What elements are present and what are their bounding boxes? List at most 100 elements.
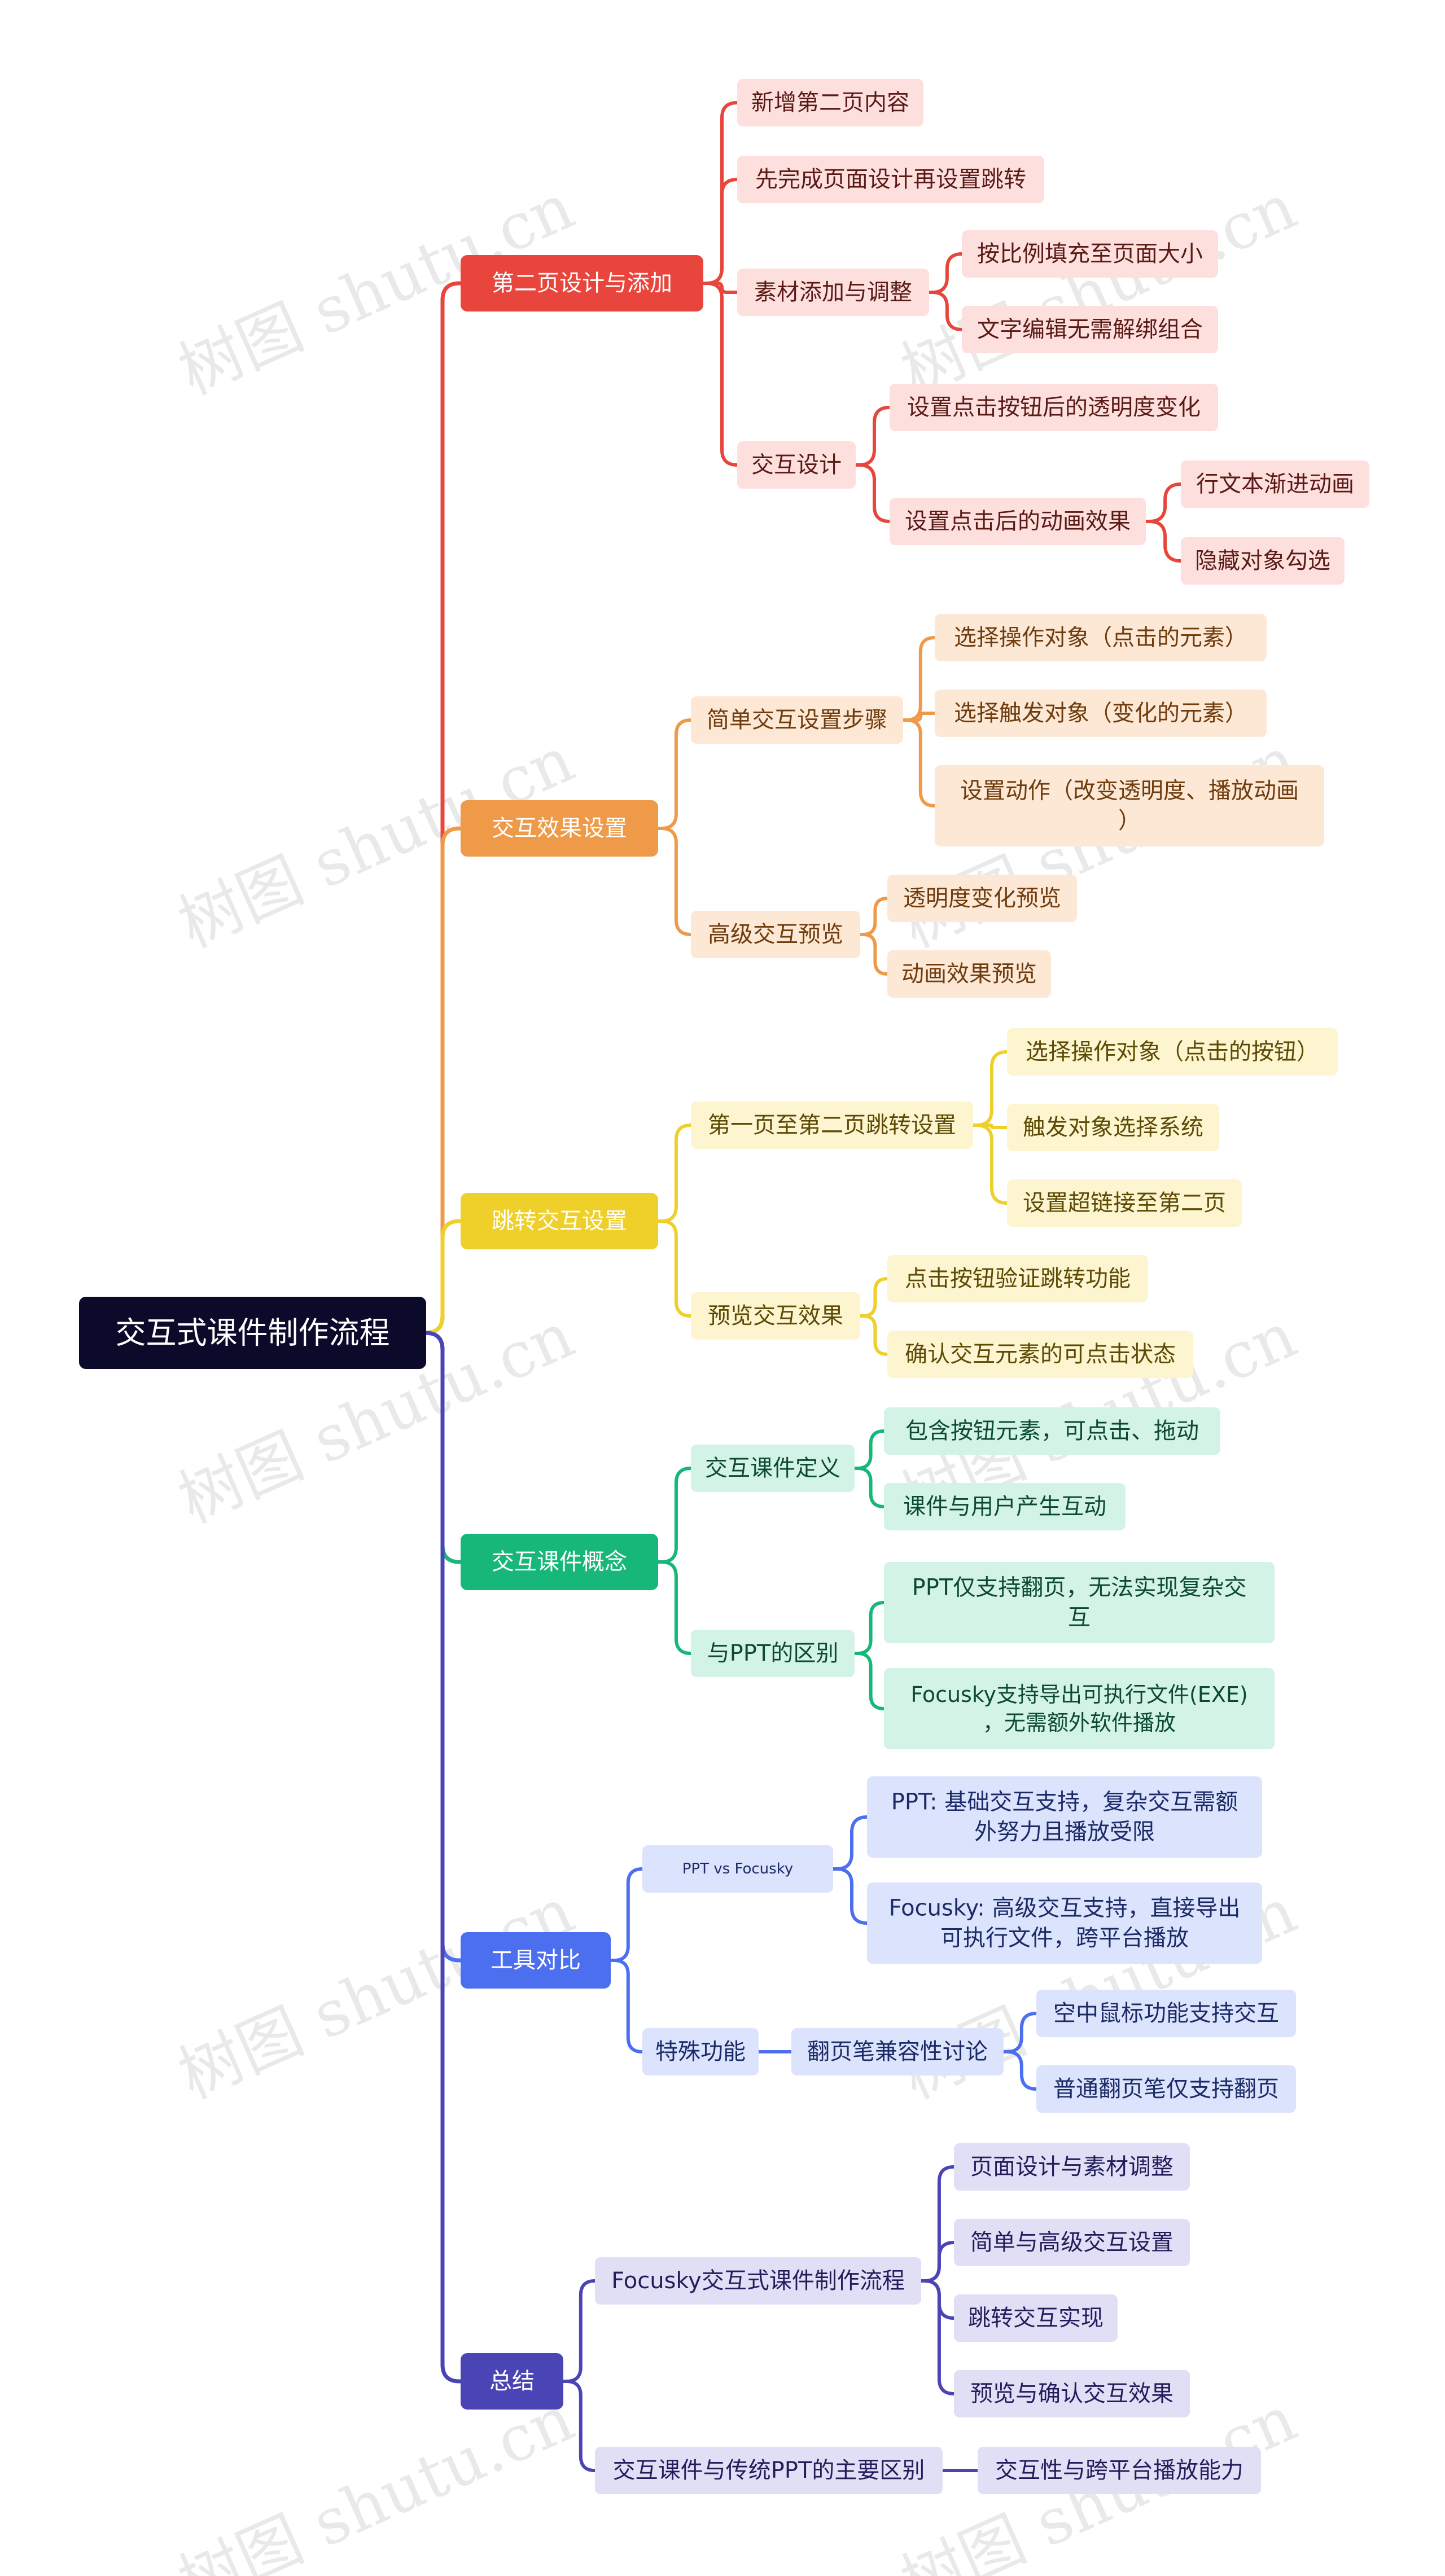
topic-node-level-3[interactable]: 设置动作（改变透明度、播放动画） [935, 765, 1324, 846]
topic-node-level-3-box [887, 1255, 1148, 1302]
connector-line [702, 282, 739, 294]
connector-line [562, 2279, 597, 2383]
root-node[interactable]: 交互式课件制作流程 [79, 1297, 426, 1369]
connector-line [656, 827, 693, 936]
topic-node-level-2[interactable]: 高级交互预览 [691, 911, 860, 958]
topic-node-level-3-label: PPT仅支持翻页，无法实现复杂交 [912, 1575, 1247, 1601]
topic-node-level-3-label: 课件与用户产生互动 [903, 1494, 1106, 1520]
branch-node-box [461, 1932, 611, 1989]
topic-node-level-3-label: 按比例填充至页面大小 [977, 241, 1203, 267]
branch-node[interactable]: 交互课件概念 [461, 1534, 658, 1590]
topic-node-level-3-label: 预览与确认交互效果 [970, 2381, 1173, 2407]
topic-node-level-3[interactable]: 跳转交互实现 [954, 2294, 1118, 2342]
topic-node-level-3[interactable]: 页面设计与素材调整 [954, 2143, 1190, 2191]
topic-node-level-2[interactable]: 新增第二页内容 [737, 79, 923, 126]
topic-node-level-3[interactable]: 透明度变化预览 [887, 875, 1077, 922]
branch-node[interactable]: 工具对比 [461, 1932, 611, 1989]
topic-node-level-3[interactable]: 选择操作对象（点击的元素） [935, 614, 1267, 661]
branch-node[interactable]: 跳转交互设置 [461, 1193, 658, 1249]
topic-node-level-2[interactable]: Focusky交互式课件制作流程 [595, 2257, 921, 2305]
branch-node-label: 交互效果设置 [492, 815, 627, 841]
topic-node-level-3-label: 设置点击按钮后的透明度变化 [907, 394, 1201, 420]
topic-node-level-3[interactable]: 动画效果预览 [887, 950, 1051, 998]
topic-node-level-2[interactable]: 交互设计 [737, 441, 856, 489]
topic-node-level-2-box [691, 1102, 973, 1149]
connector-line [854, 463, 891, 523]
topic-node-level-3[interactable]: 翻页笔兼容性讨论 [791, 2028, 1004, 2075]
topic-node-level-3[interactable]: Focusky支持导出可执行文件(EXE)，无需额外软件播放 [884, 1668, 1275, 1749]
topic-node-level-2[interactable]: 交互课件定义 [691, 1445, 855, 1492]
topic-node-level-4-box [1036, 2065, 1296, 2113]
topic-node-level-3-box [962, 230, 1218, 278]
topic-node-level-3[interactable]: 设置点击按钮后的透明度变化 [890, 384, 1218, 431]
topic-node-level-3[interactable]: 预览与确认交互效果 [954, 2370, 1190, 2417]
topic-node-level-3[interactable]: 包含按钮元素，可点击、拖动 [884, 1407, 1220, 1455]
topic-node-level-2-box [691, 911, 860, 958]
topic-node-level-2[interactable]: 交互课件与传统PPT的主要区别 [595, 2447, 943, 2494]
topic-node-level-3-box [954, 2219, 1190, 2266]
branch-connector [424, 1219, 463, 1335]
topic-node-level-3-box [887, 950, 1051, 998]
topic-node-level-4[interactable]: 行文本渐进动画 [1181, 460, 1369, 508]
topic-node-level-3-box [867, 1882, 1262, 1964]
topic-node-level-2[interactable]: 简单交互设置步骤 [691, 696, 903, 744]
topic-node-level-3[interactable]: 设置点击后的动画效果 [890, 498, 1146, 545]
topic-node-level-2-box [737, 441, 856, 489]
topic-node-level-2-label: 预览交互效果 [708, 1303, 843, 1329]
connector-line [853, 1467, 886, 1508]
root-node-label: 交互式课件制作流程 [116, 1315, 390, 1351]
topic-node-level-3[interactable]: 文字编辑无需解绑组合 [962, 306, 1218, 353]
topic-node-level-3[interactable]: 选择操作对象（点击的按钮） [1007, 1028, 1338, 1076]
topic-node-level-3[interactable]: 交互性与跨平台播放能力 [978, 2447, 1261, 2494]
topic-node-level-4[interactable]: 隐藏对象勾选 [1181, 537, 1345, 585]
topic-node-level-3[interactable]: 按比例填充至页面大小 [962, 230, 1218, 278]
topic-node-level-3[interactable]: 课件与用户产生互动 [884, 1483, 1126, 1530]
topic-node-level-3-box [890, 498, 1146, 545]
connector-line [702, 178, 739, 285]
topic-node-level-2-label: 交互课件与传统PPT的主要区别 [613, 2457, 925, 2483]
topic-node-level-3-box [1007, 1028, 1338, 1076]
topic-node-level-2-box [595, 2447, 943, 2494]
topic-node-level-3[interactable]: 确认交互元素的可点击状态 [887, 1331, 1193, 1378]
branch-node[interactable]: 第二页设计与添加 [461, 255, 703, 311]
node-layer: 交互式课件制作流程 第二页设计与添加 新增第二页内容先完成页面设计再设置跳转素材添加… [79, 79, 1369, 2494]
topic-node-level-3[interactable]: 选择触发对象（变化的元素） [935, 690, 1267, 737]
connector-line [609, 1867, 644, 1962]
topic-node-level-4-label: 普通翻页笔仅支持翻页 [1053, 2076, 1279, 2102]
topic-node-level-2[interactable]: PPT vs Focusky [642, 1845, 833, 1893]
topic-node-level-4[interactable]: 空中鼠标功能支持交互 [1036, 1990, 1296, 2037]
topic-node-level-3-label: 确认交互元素的可点击状态 [905, 1341, 1176, 1367]
connector-line [853, 1429, 886, 1470]
topic-node-level-2[interactable]: 素材添加与调整 [737, 269, 929, 316]
connector-line [656, 1124, 693, 1223]
topic-node-level-3-box [867, 1776, 1262, 1858]
topic-node-level-2[interactable]: 与PPT的区别 [691, 1630, 855, 1677]
topic-node-level-2-box [642, 1845, 833, 1893]
topic-node-level-3-label: 设置动作（改变透明度、播放动画 [960, 778, 1299, 804]
topic-node-level-2-label: 素材添加与调整 [754, 279, 912, 305]
topic-node-level-2-box [691, 1292, 860, 1340]
branch-node[interactable]: 总结 [461, 2353, 563, 2410]
topic-node-level-3[interactable]: 触发对象选择系统 [1007, 1104, 1219, 1151]
topic-node-level-2[interactable]: 预览交互效果 [691, 1292, 860, 1340]
topic-node-level-3-label: PPT: 基础交互支持，复杂交互需额 [891, 1789, 1238, 1815]
topic-node-level-2[interactable]: 特殊功能 [642, 2028, 759, 2075]
connector-line [859, 1314, 889, 1356]
topic-node-level-3-label: 触发对象选择系统 [1023, 1114, 1203, 1140]
topic-node-level-3-box [884, 1483, 1126, 1530]
branch-node[interactable]: 交互效果设置 [461, 800, 658, 857]
topic-node-level-2[interactable]: 先完成页面设计再设置跳转 [737, 156, 1044, 203]
topic-node-level-3[interactable]: 设置超链接至第二页 [1007, 1179, 1242, 1227]
topic-node-level-2-box [691, 1630, 855, 1677]
topic-node-level-3[interactable]: 简单与高级交互设置 [954, 2219, 1190, 2266]
topic-node-level-2-label: 与PPT的区别 [707, 1640, 839, 1666]
topic-node-level-2[interactable]: 第一页至第二页跳转设置 [691, 1102, 973, 1149]
branch-node-box [461, 1534, 658, 1590]
topic-node-level-3[interactable]: 点击按钮验证跳转功能 [887, 1255, 1148, 1302]
topic-node-level-2-box [737, 156, 1044, 203]
topic-node-level-4[interactable]: 普通翻页笔仅支持翻页 [1036, 2065, 1296, 2113]
